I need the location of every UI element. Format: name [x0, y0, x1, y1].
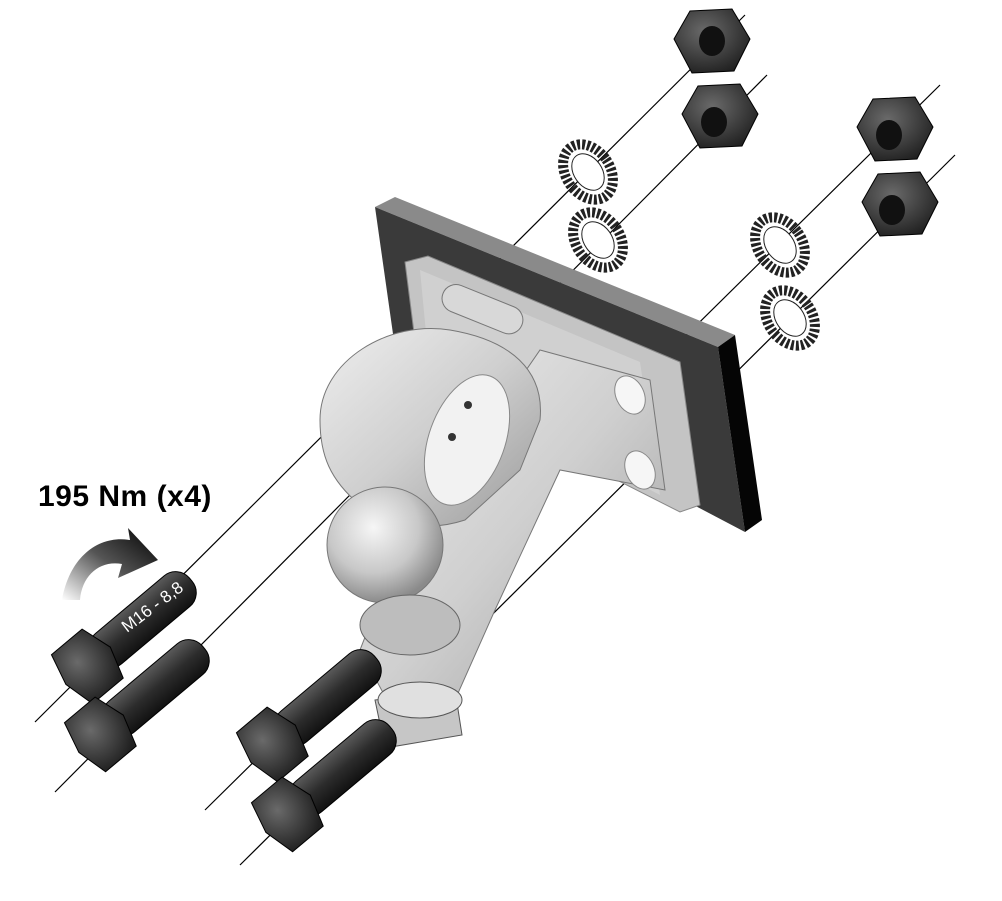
torque-label: 195 Nm (x4) [38, 480, 212, 513]
nuts [673, 8, 939, 237]
locking-pin [441, 284, 524, 335]
lock-washer [760, 285, 820, 351]
bolt [235, 649, 382, 783]
bolt [50, 571, 197, 705]
lock-washer [750, 212, 810, 278]
tow-coupling [319, 284, 666, 749]
bolt [250, 719, 397, 853]
lock-washers [558, 139, 820, 351]
nut [856, 96, 934, 162]
nut [673, 8, 751, 74]
bolt [63, 639, 210, 773]
curved-arrow-icon [62, 528, 158, 600]
lock-washer [558, 139, 618, 205]
nut [681, 83, 759, 149]
lock-washer [568, 207, 628, 273]
jaw-opening [423, 374, 511, 506]
coupling-ball [326, 486, 444, 604]
bolts [50, 571, 397, 853]
nut [861, 171, 939, 237]
